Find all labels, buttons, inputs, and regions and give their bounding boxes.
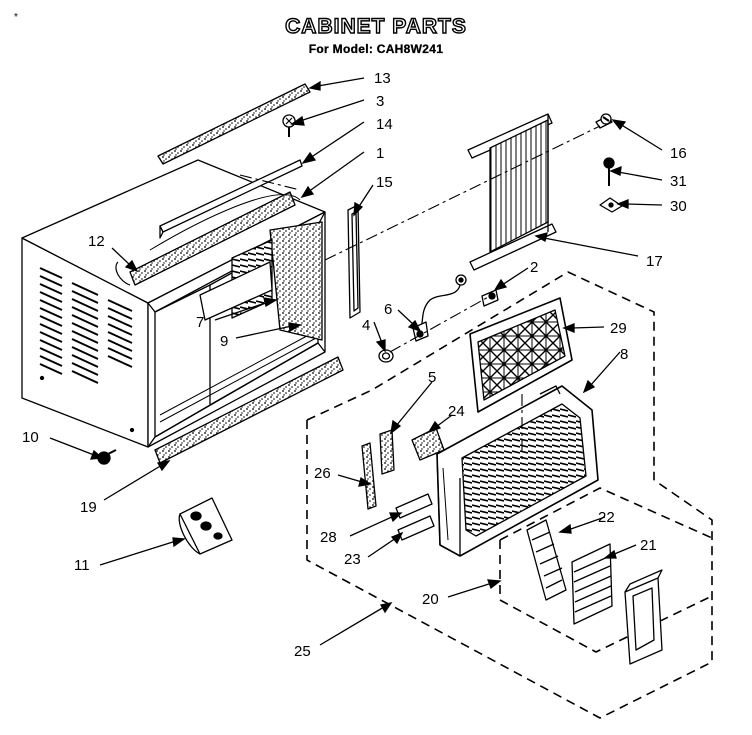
callout-8: 8 — [620, 346, 628, 363]
callout-11: 11 — [74, 557, 90, 574]
clip-31 — [599, 197, 623, 213]
accordion-curtain — [467, 113, 557, 271]
diagram-title: CABINET PARTS — [284, 14, 467, 38]
callout-30: 31 — [670, 173, 687, 190]
callout-28: 28 — [320, 529, 337, 546]
callout-9: 9 — [220, 333, 228, 350]
callout-31: 30 — [670, 198, 687, 215]
callout-3: 3 — [376, 93, 384, 110]
callout-17: 17 — [646, 253, 663, 270]
callout-24: 23 — [344, 551, 361, 568]
callout-23: 25 — [294, 643, 311, 660]
front-grille — [436, 385, 599, 557]
screw-10 — [97, 449, 117, 465]
callout-2: 2 — [530, 259, 538, 276]
callout-20: 20 — [422, 591, 439, 608]
callout-7: 7 — [196, 314, 204, 331]
cabinet-insulation-foam — [269, 221, 323, 341]
callout-25: 24 — [448, 403, 465, 420]
callout-26: 26 — [314, 465, 331, 482]
callout-labels: 13 3 14 1 15 12 7 9 16 31 30 17 2 6 4 29… — [22, 70, 687, 660]
model-subtitle: For Model: CAH8W241 — [308, 42, 444, 56]
foam-block-28 — [395, 493, 433, 519]
foam-pad-25 — [411, 427, 445, 461]
top-rail — [157, 83, 311, 165]
callout-12: 12 — [88, 233, 105, 250]
callout-1: 1 — [376, 145, 384, 162]
bushing-4 — [378, 349, 394, 363]
foam-strip-5 — [379, 429, 395, 475]
callout-6: 6 — [384, 301, 392, 318]
top-seal — [129, 191, 296, 286]
callout-15: 15 — [376, 174, 393, 191]
callout-22: 22 — [598, 509, 615, 526]
leader-lines — [49, 77, 663, 646]
callout-14: 14 — [376, 116, 393, 133]
foam-strip-26 — [361, 442, 377, 510]
screw-30 — [603, 157, 615, 186]
callout-4: 4 — [362, 317, 370, 334]
screw-16 — [595, 113, 613, 129]
bottom-seal — [154, 356, 344, 464]
callout-10: 10 — [22, 429, 39, 446]
air-filter — [469, 297, 573, 413]
screw-3 — [282, 114, 296, 137]
callout-5: 5 — [428, 369, 436, 386]
callout-16: 16 — [670, 145, 687, 162]
callout-13: 13 — [374, 70, 391, 87]
foam-block-24 — [397, 515, 435, 541]
mounting-bracket — [178, 497, 233, 555]
reference-lines — [239, 125, 601, 460]
callout-21: 21 — [640, 537, 657, 554]
louver-frame — [526, 519, 567, 601]
side-louvers — [39, 267, 133, 384]
louver-blades — [571, 543, 613, 625]
callout-29: 29 — [610, 320, 627, 337]
corner-mark: * — [14, 12, 18, 23]
control-housing — [624, 569, 663, 665]
callout-19: 19 — [80, 499, 97, 516]
